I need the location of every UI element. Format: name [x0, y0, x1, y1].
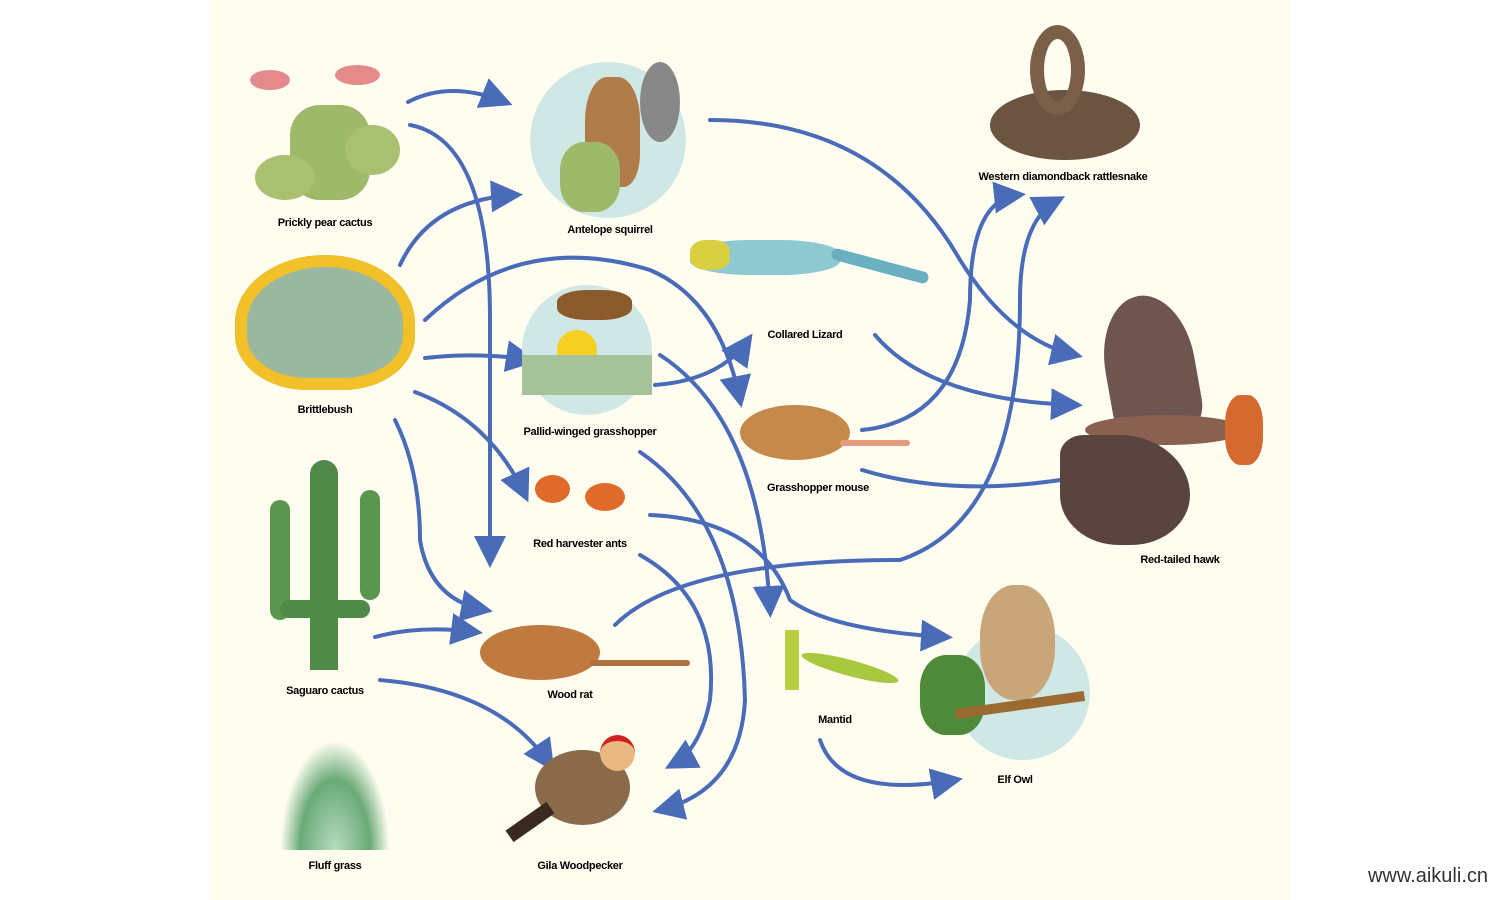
label-fluff-grass: Fluff grass	[308, 860, 362, 872]
saguaro-cactus-illustration	[265, 460, 385, 675]
antelope-squirrel-illustration	[530, 62, 686, 218]
elf-owl-illustration	[920, 585, 1090, 760]
arrow	[613, 196, 1066, 627]
label-western-diamondback-rattlesnake: Western diamondback rattlesnake	[978, 171, 1148, 183]
brittlebush-illustration	[235, 255, 415, 390]
arrow	[638, 553, 714, 769]
prickly-pear-cactus-illustration	[250, 65, 405, 205]
label-red-tailed-hawk: Red-tailed hawk	[1140, 554, 1220, 566]
red-tailed-hawk-illustration	[1060, 288, 1265, 550]
arrow	[423, 255, 751, 408]
arrow	[653, 333, 753, 387]
arrow	[658, 353, 785, 618]
label-antelope-squirrel: Antelope squirrel	[567, 224, 653, 236]
label-pallid-winged-grasshopper: Pallid-winged grasshopper	[523, 426, 657, 438]
label-collared-lizard: Collared Lizard	[767, 329, 843, 341]
arrow	[708, 118, 1083, 366]
pallid-winged-grasshopper-illustration	[522, 285, 652, 415]
red-harvester-ants-illustration	[525, 465, 635, 525]
collared-lizard-illustration	[690, 235, 940, 325]
arrow	[406, 78, 513, 108]
mantid-illustration	[770, 620, 905, 700]
arrow	[818, 738, 963, 800]
arrow	[860, 463, 1098, 496]
arrow	[423, 340, 538, 373]
label-gila-woodpecker: Gila Woodpecker	[537, 860, 623, 872]
fluff-grass-illustration	[280, 740, 390, 850]
arrow	[860, 181, 1026, 432]
label-mantid: Mantid	[818, 714, 852, 726]
arrow	[378, 678, 555, 772]
label-saguaro-cactus: Saguaro cactus	[286, 685, 364, 697]
label-red-harvester-ants: Red harvester ants	[533, 538, 627, 550]
gila-woodpecker-illustration	[505, 735, 660, 855]
arrow	[873, 333, 1083, 421]
arrow	[373, 613, 483, 645]
watermark: www.aikuli.cn	[1367, 865, 1488, 887]
label-wood-rat: Wood rat	[547, 689, 593, 701]
grasshopper-mouse-illustration	[730, 400, 910, 470]
arrow	[398, 180, 523, 267]
label-brittlebush: Brittlebush	[297, 404, 353, 416]
arrow	[413, 390, 530, 503]
arrow	[638, 450, 748, 820]
arrow	[648, 513, 953, 652]
arrow	[408, 123, 506, 568]
label-grasshopper-mouse: Grasshopper mouse	[767, 482, 869, 494]
rattlesnake-illustration	[990, 25, 1140, 160]
wood-rat-illustration	[475, 615, 695, 685]
label-prickly-pear-cactus: Prickly pear cactus	[277, 217, 373, 229]
label-elf-owl: Elf Owl	[997, 774, 1033, 786]
arrow	[393, 418, 493, 622]
